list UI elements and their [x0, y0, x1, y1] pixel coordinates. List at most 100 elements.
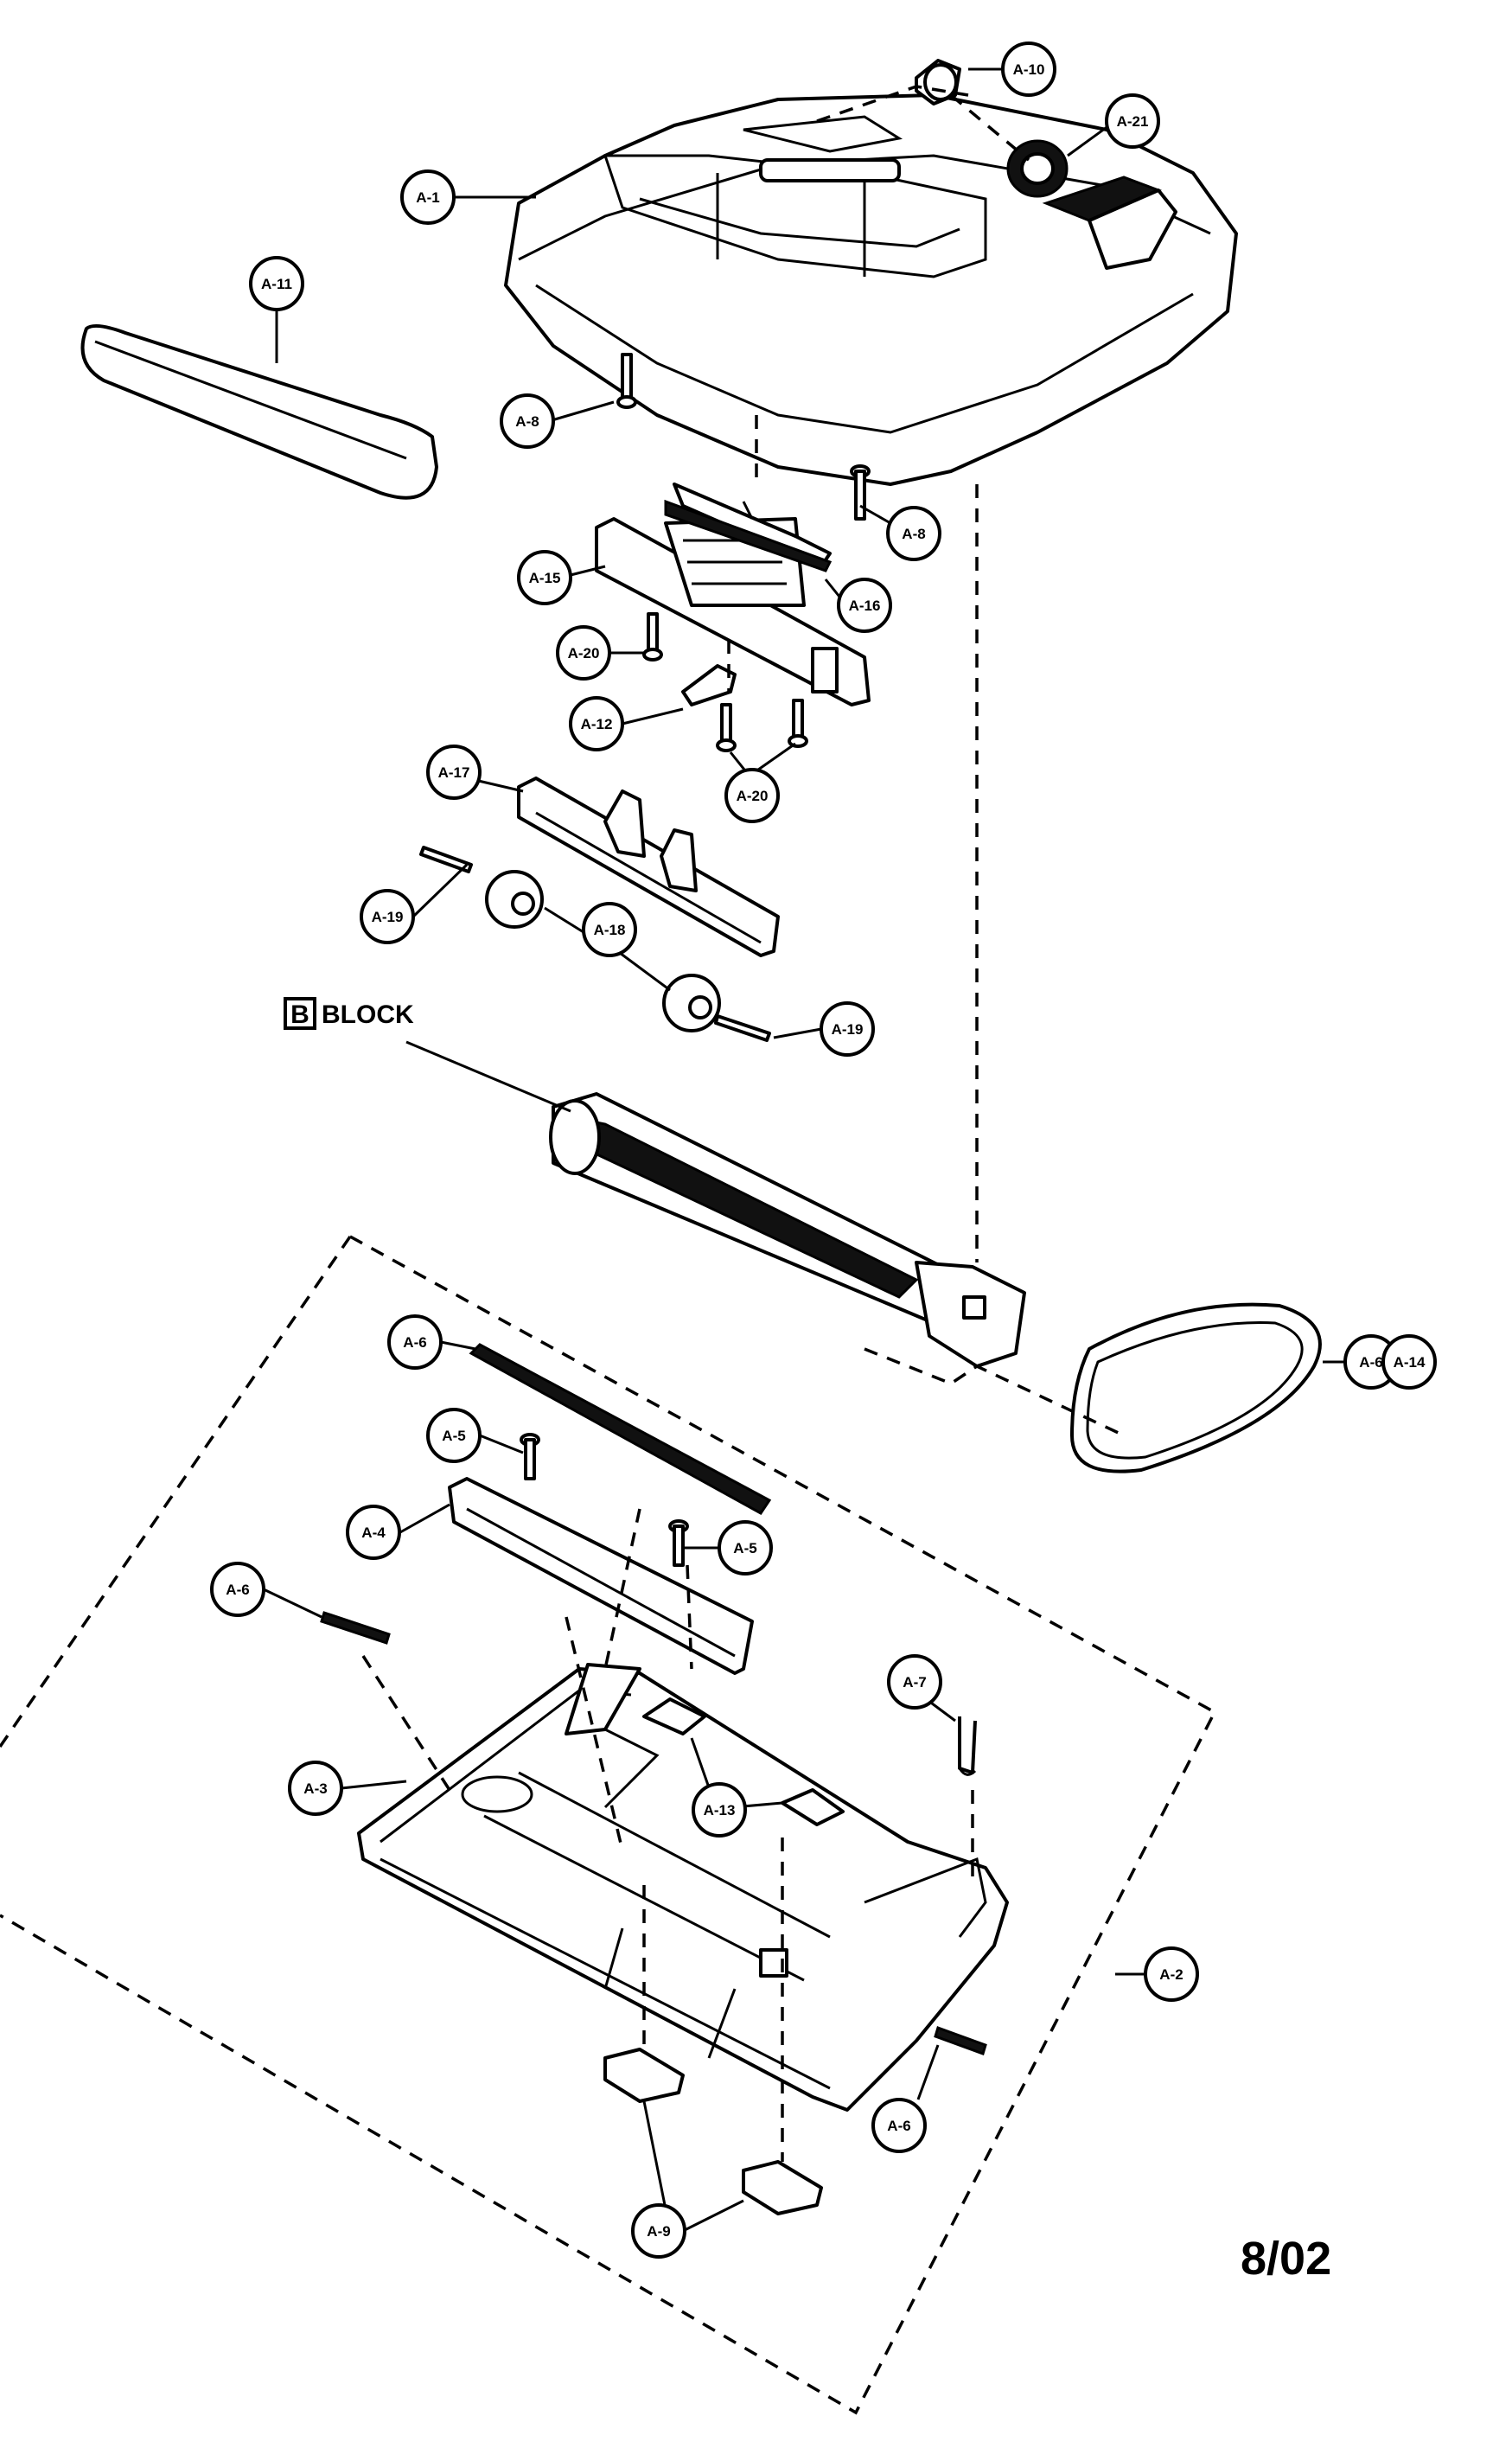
- hood-housing-part: [504, 93, 1238, 486]
- svg-text:BLOCK: BLOCK: [322, 1000, 414, 1029]
- callout-a9: A-9: [631, 2203, 686, 2259]
- callout-a5: A-5: [426, 1408, 482, 1463]
- svg-text:A-10: A-10: [1013, 61, 1045, 78]
- callout-a15: A-15: [517, 550, 572, 605]
- clip-part: [642, 1697, 706, 1735]
- callout-a11: A-11: [249, 256, 304, 311]
- svg-text:A-5: A-5: [733, 1540, 756, 1556]
- bristle-strip-part: [320, 1611, 391, 1645]
- callout-a7: A-7: [887, 1654, 942, 1710]
- svg-text:A-6: A-6: [403, 1334, 426, 1351]
- svg-text:A-9: A-9: [647, 2223, 670, 2240]
- screw-part: [616, 353, 637, 409]
- base-part: [357, 1663, 1009, 2112]
- callout-a1: A-1: [400, 169, 456, 225]
- svg-text:A-19: A-19: [372, 909, 404, 925]
- screw-part: [668, 1519, 689, 1567]
- svg-text:A-20: A-20: [737, 788, 769, 804]
- leader-lines: [263, 67, 1345, 2233]
- callout-a13: A-13: [692, 1782, 747, 1838]
- svg-text:A-18: A-18: [594, 922, 626, 938]
- screw-part: [716, 703, 737, 752]
- svg-text:A-12: A-12: [581, 716, 613, 732]
- callout-a17: A-17: [426, 745, 482, 800]
- clip-part: [681, 664, 737, 706]
- callout-a6: A-6: [387, 1314, 443, 1370]
- wheel-cap-part: [1006, 139, 1069, 198]
- svg-text:A-17: A-17: [438, 764, 470, 781]
- svg-text:A-3: A-3: [303, 1780, 327, 1797]
- assembly-line: [864, 1347, 1125, 1437]
- knob-part: [915, 59, 961, 105]
- date-code: 8/02: [1241, 2233, 1331, 2285]
- svg-text:A-21: A-21: [1117, 113, 1149, 130]
- callout-a18: A-18: [582, 902, 637, 957]
- caster-mount-part: [742, 2160, 823, 2215]
- svg-text:A-1: A-1: [416, 189, 439, 206]
- assembly-line: [603, 1508, 641, 1670]
- spring-part: [958, 1716, 977, 1776]
- assembly-line: [361, 1655, 451, 1791]
- axle-part: [714, 1014, 771, 1042]
- axle-bracket-part: [517, 777, 780, 957]
- svg-text:A-20: A-20: [568, 645, 600, 662]
- callout-a12: A-12: [569, 696, 624, 751]
- callout-a4: A-4: [346, 1505, 401, 1560]
- wheel-part: [662, 974, 721, 1032]
- bristle-strip-part: [469, 1343, 772, 1515]
- callout-a14: A-14: [1381, 1334, 1437, 1390]
- svg-text:A-2: A-2: [1159, 1966, 1183, 1983]
- callout-a19: A-19: [820, 1001, 875, 1057]
- svg-text:A-6: A-6: [887, 2118, 910, 2134]
- brush-roll-part: [549, 1092, 1026, 1368]
- svg-text:A-8: A-8: [902, 526, 925, 542]
- svg-text:A-7: A-7: [903, 1674, 926, 1691]
- svg-text:A-8: A-8: [515, 413, 539, 430]
- caster-mount-part: [603, 2048, 685, 2103]
- callout-a20: A-20: [724, 768, 780, 823]
- screw-part: [850, 464, 871, 521]
- screw-part: [788, 699, 808, 748]
- callout-a10: A-10: [1001, 42, 1056, 97]
- svg-text:A-4: A-4: [361, 1524, 386, 1541]
- bracket-assembly-part: [595, 483, 871, 706]
- assembly-line: [949, 93, 1030, 162]
- base-assembly-outline: [0, 1235, 1217, 2415]
- screw-part: [520, 1433, 540, 1480]
- callout-a3: A-3: [288, 1761, 343, 1816]
- callout-a8: A-8: [886, 506, 941, 561]
- assembly-line: [565, 1616, 624, 1851]
- svg-text:A-13: A-13: [704, 1802, 736, 1818]
- drive-belt-part: [1070, 1302, 1322, 1473]
- callout-a20: A-20: [556, 625, 611, 681]
- callout-a19: A-19: [360, 889, 415, 944]
- callout-a2: A-2: [1144, 1946, 1199, 2002]
- assembly-line: [816, 85, 969, 123]
- bottom-plate-part: [448, 1477, 754, 1675]
- callout-a6: A-6: [210, 1562, 265, 1617]
- block-label: B BLOCK: [284, 997, 414, 1030]
- axle-part: [419, 846, 473, 873]
- svg-text:B: B: [290, 1000, 309, 1029]
- callout-a5: A-5: [718, 1520, 773, 1576]
- svg-text:A-11: A-11: [261, 276, 292, 292]
- wheel-part: [485, 870, 544, 929]
- bristle-strip-part: [934, 2026, 987, 2055]
- callout-a16: A-16: [837, 578, 892, 633]
- base-assembly-outline: [0, 1236, 352, 1748]
- svg-text:A-5: A-5: [442, 1428, 465, 1444]
- callout-a21: A-21: [1105, 93, 1160, 149]
- clip-part: [781, 1788, 845, 1826]
- svg-text:A-6: A-6: [226, 1582, 249, 1598]
- callout-a6: A-6: [1343, 1334, 1399, 1390]
- svg-text:A-16: A-16: [849, 598, 881, 614]
- svg-text:A-19: A-19: [832, 1021, 864, 1038]
- callout-a8: A-8: [500, 393, 555, 449]
- bumper-pad-part: [80, 323, 438, 500]
- svg-text:A-14: A-14: [1394, 1354, 1426, 1371]
- screw-part: [642, 612, 663, 662]
- assembly-line: [686, 1564, 693, 1670]
- svg-text:A-15: A-15: [529, 570, 561, 586]
- svg-text:A-6: A-6: [1359, 1354, 1382, 1371]
